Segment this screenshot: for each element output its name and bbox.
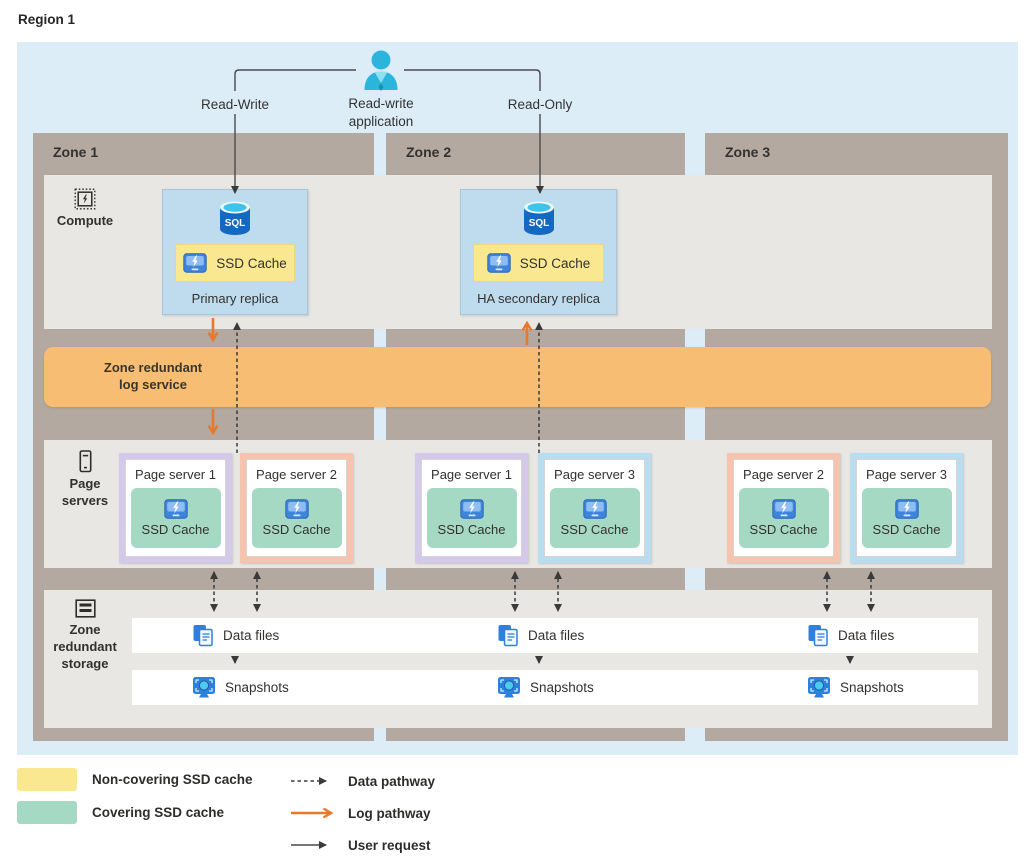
ssd-cache-icon (771, 499, 796, 519)
legend-data-pathway-label: Data pathway (348, 774, 436, 789)
data-files-bar: Data files Data files Data files (132, 618, 978, 653)
data-files-group: Data files (807, 618, 894, 653)
data-files-icon (498, 625, 518, 647)
read-write-label: Read-Write (200, 97, 270, 112)
ssd-cache-icon (183, 253, 207, 273)
covering-cache-box: SSD Cache (130, 488, 221, 548)
zone-3-title: Zone 3 (725, 144, 771, 160)
page-server-title: Page server 1 (135, 467, 216, 482)
primary-replica-title: Primary replica (191, 291, 279, 306)
legend-log-pathway-label: Log pathway (348, 806, 431, 821)
snapshots-group: Snapshots (497, 670, 594, 705)
page-server-title: Page server 2 (743, 467, 824, 482)
sql-icon-text: SQL (225, 218, 246, 229)
log-service-band: Zone redundant log service (44, 347, 991, 407)
legend-noncovering-label: Non-covering SSD cache (92, 772, 253, 787)
compute-section-label: Compute (56, 213, 114, 228)
snapshots-label: Snapshots (840, 680, 904, 695)
legend-noncovering-swatch (17, 768, 77, 791)
covering-cache-box: SSD Cache (549, 488, 640, 548)
zone-2-title: Zone 2 (406, 144, 452, 160)
user-icon (364, 50, 398, 91)
noncovering-cache-chip: SSD Cache (473, 244, 604, 282)
storage-section: Zone redundant storage (48, 598, 122, 673)
page-server-title: Page server 3 (866, 467, 947, 482)
cache-label: SSD Cache (437, 522, 506, 537)
snapshots-group: Snapshots (192, 670, 289, 705)
snapshot-icon (498, 677, 520, 698)
covering-cache-box: SSD Cache (861, 488, 952, 548)
ssd-cache-icon (284, 499, 309, 519)
page-server-title: Page server 1 (431, 467, 512, 482)
sql-icon-text: SQL (528, 218, 549, 229)
sql-database-icon: SQL (523, 201, 554, 235)
snapshots-bar: Snapshots Snapshots (132, 670, 978, 705)
page-server-title: Page server 2 (256, 467, 337, 482)
snapshot-icon (193, 677, 215, 698)
covering-cache-box: SSD Cache (251, 488, 342, 548)
data-files-group: Data files (497, 618, 584, 653)
ssd-cache-icon (582, 499, 607, 519)
covering-cache-box: SSD Cache (738, 488, 829, 548)
page-server-icon (78, 450, 91, 473)
storage-row (44, 590, 992, 728)
data-files-label: Data files (838, 628, 895, 643)
ssd-cache-icon (487, 253, 511, 273)
page-server-box: Page server 1 SSD Cache (119, 453, 232, 563)
page-servers-section-label: Page servers (61, 476, 109, 508)
ssd-cache-icon (459, 499, 484, 519)
data-files-label: Data files (223, 628, 280, 643)
storage-icon (74, 599, 96, 618)
compute-chip-icon (74, 188, 96, 210)
snapshots-label: Snapshots (225, 680, 289, 695)
data-files-icon (808, 625, 828, 647)
data-files-label: Data files (528, 628, 585, 643)
legend-user-request-label: User request (348, 838, 431, 853)
data-files-icon (193, 625, 213, 647)
data-files-group: Data files (192, 618, 279, 653)
cache-label: SSD Cache (872, 522, 941, 537)
legend-covering-swatch (17, 801, 77, 824)
page-server-box: Page server 3 SSD Cache (850, 453, 963, 563)
page-server-box: Page server 2 SSD Cache (240, 453, 353, 563)
primary-replica-box: SQL SSD Cache Primary replica (162, 189, 308, 315)
page-server-title: Page server 3 (554, 467, 635, 482)
snapshot-icon (808, 677, 830, 698)
region-title: Region 1 (18, 12, 76, 27)
page-server-box: Page server 2 SSD Cache (727, 453, 840, 563)
ha-secondary-replica-box: SQL SSD Cache HA secondary replica (460, 189, 617, 315)
noncovering-cache-chip: SSD Cache (175, 244, 295, 282)
cache-chip-label: SSD Cache (216, 255, 287, 271)
ha-replica-title: HA secondary replica (477, 291, 600, 306)
cache-label: SSD Cache (749, 522, 818, 537)
page-server-box: Page server 1 SSD Cache (415, 453, 528, 563)
snapshots-group: Snapshots (807, 670, 904, 705)
ssd-cache-icon (163, 499, 188, 519)
application-label: Read-write application (348, 96, 414, 129)
compute-section: Compute (52, 188, 118, 230)
cache-label: SSD Cache (560, 522, 629, 537)
ssd-cache-icon (894, 499, 919, 519)
sql-database-icon: SQL (220, 201, 250, 235)
read-only-label: Read-Only (507, 97, 573, 112)
storage-section-label: Zone redundant storage (53, 622, 117, 671)
covering-cache-box: SSD Cache (426, 488, 517, 548)
snapshots-label: Snapshots (530, 680, 594, 695)
legend-covering-label: Covering SSD cache (92, 805, 225, 820)
cache-label: SSD Cache (262, 522, 331, 537)
zone-1-title: Zone 1 (53, 144, 99, 160)
cache-chip-label: SSD Cache (519, 255, 591, 271)
page-servers-section: Page servers (52, 450, 118, 510)
cache-label: SSD Cache (141, 522, 210, 537)
page-server-box: Page server 3 SSD Cache (538, 453, 651, 563)
log-service-label: Zone redundant log service (103, 360, 203, 392)
